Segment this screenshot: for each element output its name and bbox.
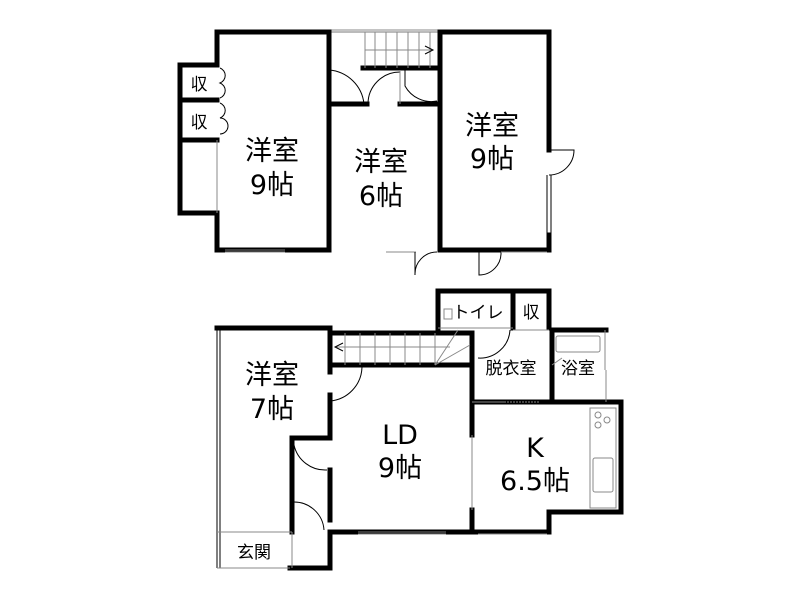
upper-floor: 収 収 洋室 9帖 [177, 29, 575, 276]
closet-label: 収 [191, 113, 208, 133]
door-icon [404, 70, 438, 103]
right-door-icon [548, 149, 575, 176]
door-icon [477, 329, 511, 359]
room-size: 9帖 [470, 144, 514, 175]
toilet-icon [443, 308, 453, 320]
balcony-door-icon [414, 251, 438, 276]
room-name: LD [382, 420, 418, 451]
entrance-label: 玄関 [237, 543, 271, 563]
door-icon [293, 444, 328, 471]
upper-outer-wall [177, 29, 552, 253]
lower-floor: 洋室 7帖 LD 9帖 K 6.5帖 トイレ 収 脱衣室 浴室 玄関 [214, 288, 624, 571]
balcony-door-icon [478, 251, 502, 276]
door-icon [329, 366, 363, 402]
stair-arrow-icon [333, 342, 344, 352]
toilet-label: トイレ [453, 303, 504, 323]
door-icon [328, 69, 365, 105]
room-name: 洋室 [465, 111, 519, 142]
stove-icon [594, 411, 602, 419]
closet-label: 収 [523, 303, 540, 323]
closet-door-icon [218, 67, 229, 135]
room-name: K [526, 433, 545, 464]
room-name: 洋室 [245, 360, 299, 391]
bathtub-icon [555, 335, 601, 353]
room-size: 9帖 [250, 170, 294, 201]
room-name: 洋室 [354, 147, 408, 178]
kitchen-counter [589, 407, 617, 509]
dressing-room-label: 脱衣室 [486, 359, 537, 379]
closet-label: 収 [191, 75, 208, 95]
sink-icon [592, 457, 614, 493]
bathroom-label: 浴室 [561, 359, 595, 379]
room-size: 6帖 [359, 181, 403, 212]
staircase [364, 32, 435, 68]
staircase [333, 329, 471, 366]
room-size: 6.5帖 [500, 466, 570, 497]
room-size: 7帖 [250, 394, 294, 425]
stair-arrow-icon [424, 45, 435, 55]
door-icon [367, 71, 401, 105]
door-icon [293, 501, 325, 531]
lower-outer-wall [214, 288, 624, 571]
room-name: 洋室 [245, 136, 299, 167]
room-size: 9帖 [378, 453, 422, 484]
